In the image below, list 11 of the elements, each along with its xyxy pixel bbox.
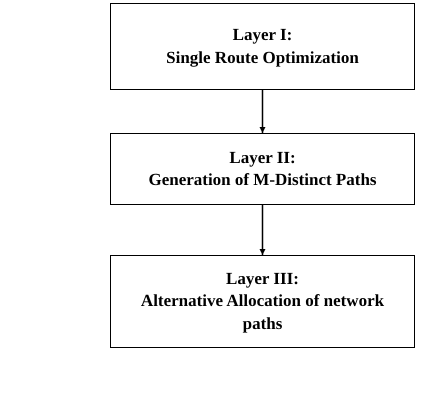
process-box [110, 255, 415, 348]
layer-title: Alternative Allocation of network paths [140, 290, 386, 335]
process-box [110, 3, 415, 90]
layer-heading: Layer I: [232, 24, 292, 46]
arrow [260, 205, 266, 255]
layer-title: Single Route Optimization [166, 46, 359, 69]
process-box [110, 133, 415, 205]
layer-heading: Layer II: [229, 146, 296, 169]
layer-heading: Layer III: [226, 268, 299, 290]
layer-title: Generation of M-Distinct Paths [148, 169, 377, 191]
arrow [260, 90, 266, 133]
